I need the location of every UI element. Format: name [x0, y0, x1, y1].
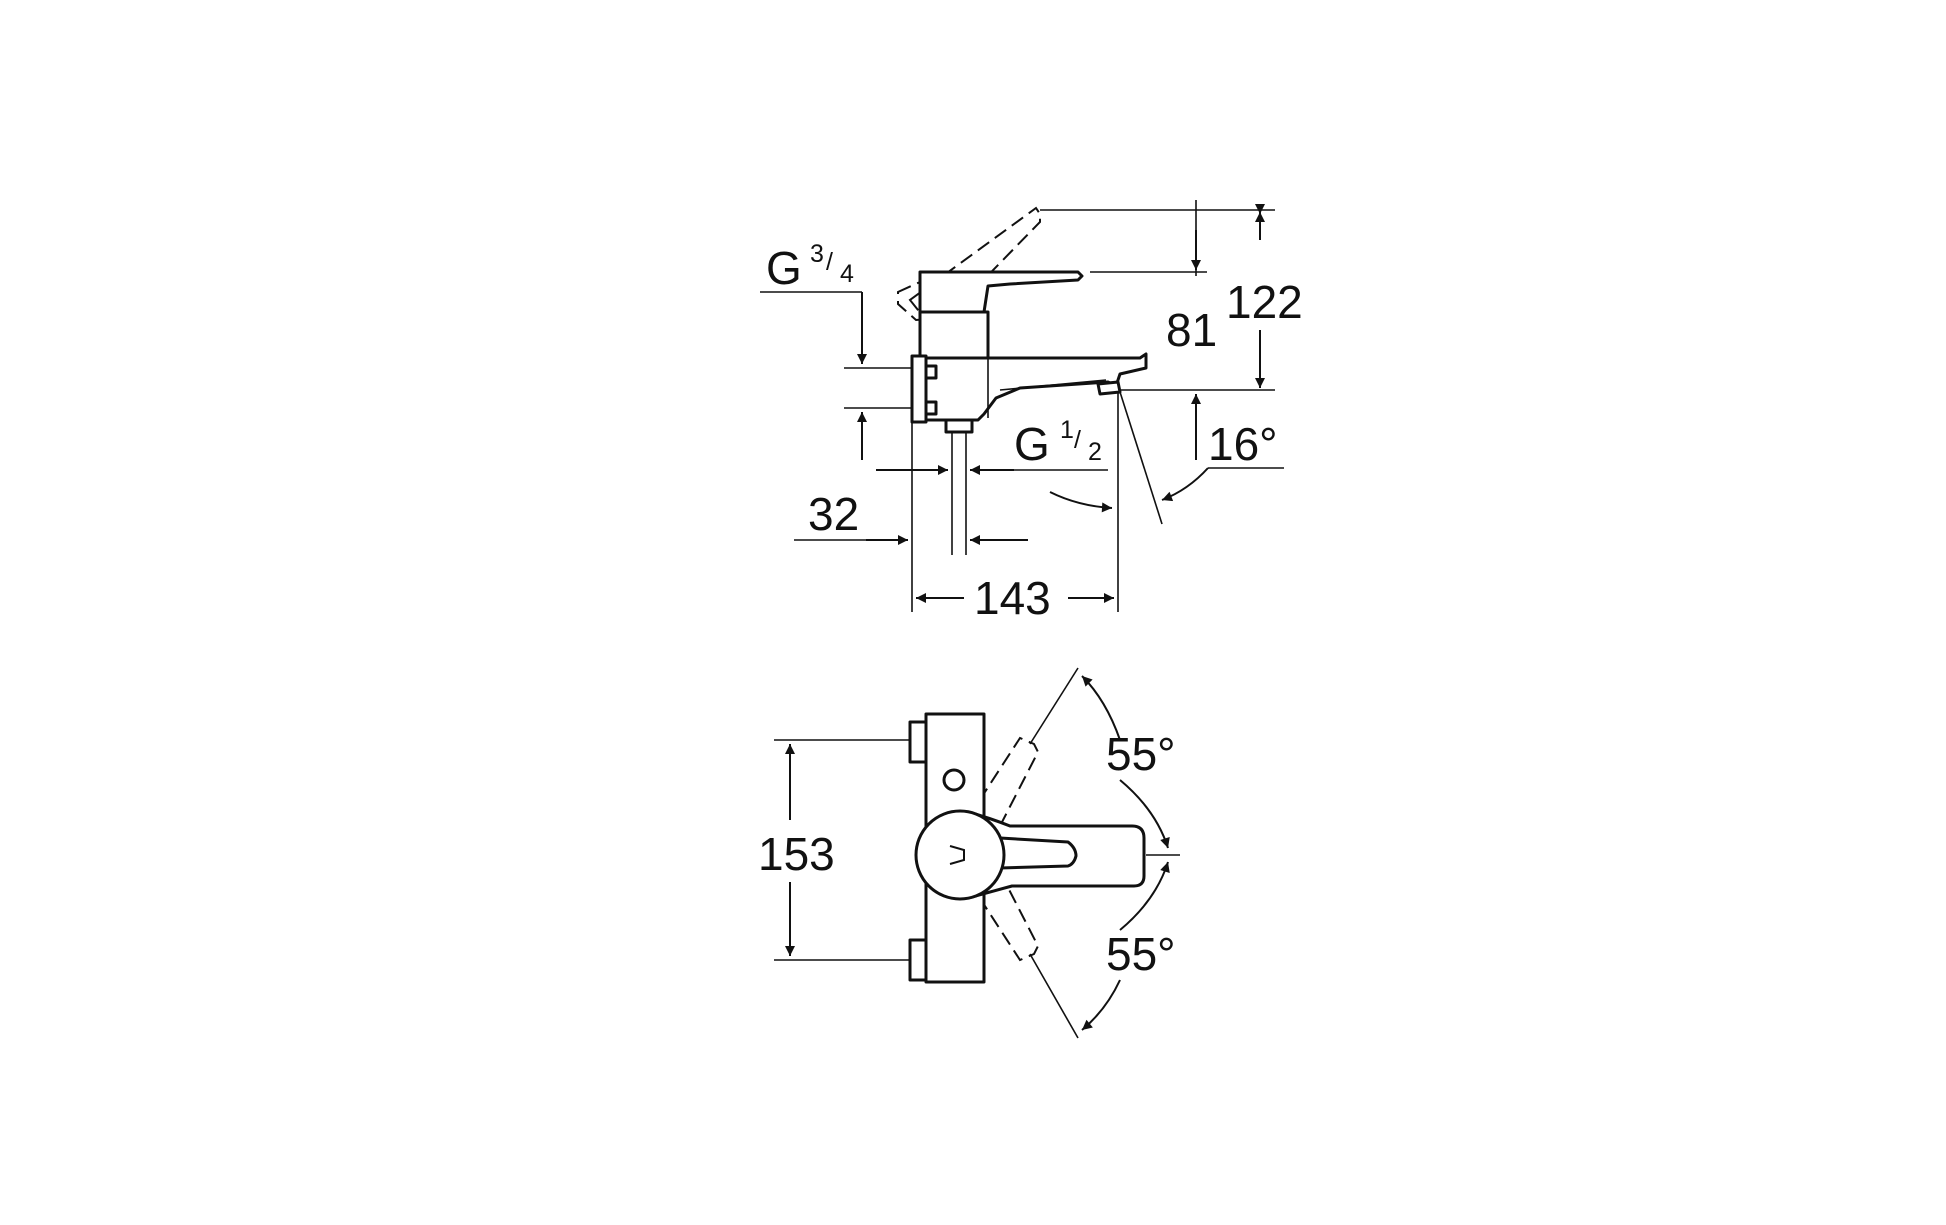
diverter-knob: [942, 768, 966, 792]
dim-angle-upper: 55°: [1106, 728, 1176, 780]
side-view: 122 81 G 3 / 4 G 1 / 2 32 143: [760, 200, 1303, 624]
outlet-thread-label: G: [1014, 418, 1050, 470]
aerator: [1096, 380, 1122, 396]
dim-spout-height: 81: [1166, 304, 1217, 356]
dim-width: 153: [758, 828, 835, 880]
svg-text:3: 3: [810, 240, 824, 268]
lever-lower-outline: [966, 870, 1040, 962]
svg-text:/: /: [826, 248, 833, 276]
dim-projection: 143: [974, 572, 1051, 624]
dim-angle-lower: 55°: [1106, 928, 1176, 980]
top-view: 153 55° 55°: [758, 667, 1180, 1039]
dim-angle: 16°: [1208, 418, 1278, 470]
svg-text:/: /: [1074, 426, 1081, 454]
mixer-body: [918, 310, 990, 360]
wall-flange: [910, 354, 928, 424]
lever: [918, 270, 1084, 314]
dim-outlet-offset: 32: [808, 488, 859, 540]
outlet-stub: [944, 418, 974, 434]
inlet-thread-label: G: [766, 242, 802, 294]
cartridge-cap: [914, 809, 1006, 901]
svg-text:4: 4: [840, 260, 854, 288]
svg-text:2: 2: [1088, 438, 1102, 466]
lever-upper-outline: [966, 736, 1040, 828]
svg-text:1: 1: [1060, 416, 1074, 444]
dim-height-total: 122: [1226, 276, 1303, 328]
